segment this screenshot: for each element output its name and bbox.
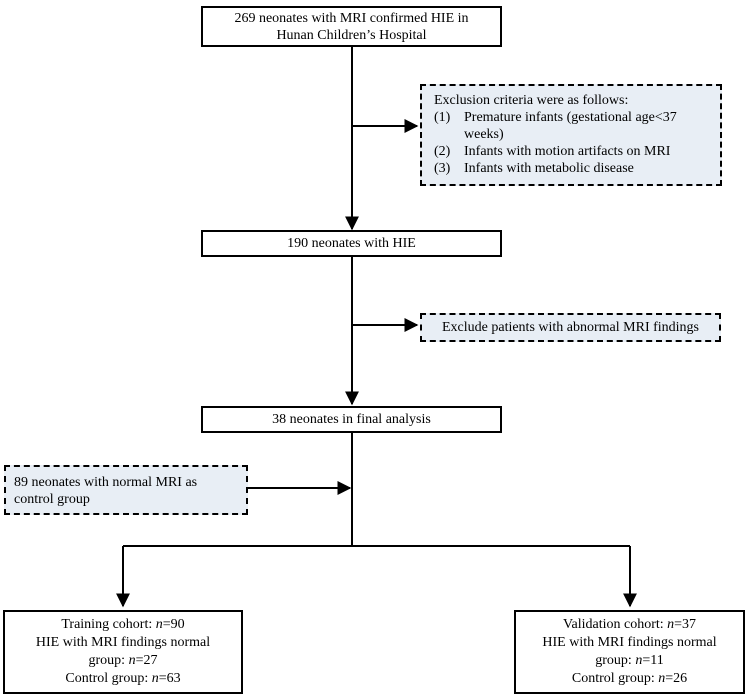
- hie-text: 190 neonates with HIE: [287, 236, 416, 251]
- validation-cohort-n: Validation cohort: n=37: [562, 617, 697, 632]
- control-group-box: 89 neonates with normal MRI as control g…: [4, 465, 248, 515]
- hie-box: 190 neonates with HIE: [201, 230, 502, 257]
- final-analysis-text: 38 neonates in final analysis: [272, 412, 431, 427]
- exclusion-list: (1) Premature infants (gestational age<3…: [434, 109, 710, 177]
- initial-line1: 269 neonates with MRI confirmed HIE in: [234, 10, 469, 26]
- validation-cohort-box: Validation cohort: n=37 HIE with MRI fin…: [514, 610, 745, 694]
- training-control-n: Control group: n=63: [65, 671, 181, 686]
- training-hie-label: HIE with MRI findings normal: [35, 635, 211, 650]
- exclusion-item: (2) Infants with motion artifacts on MRI: [434, 144, 671, 159]
- control-line2: control group: [14, 492, 90, 507]
- validation-control-n: Control group: n=26: [571, 671, 688, 686]
- exclusion-criteria-box: Exclusion criteria were as follows: (1) …: [420, 84, 722, 186]
- control-line1: 89 neonates with normal MRI as: [14, 475, 198, 490]
- validation-hie-label: HIE with MRI findings normal: [542, 635, 717, 650]
- training-cohort-n: Training cohort: n=90: [61, 617, 185, 632]
- exclusion-item: (1) Premature infants (gestational age<3…: [434, 110, 677, 142]
- exclusion-item: (3) Infants with metabolic disease: [434, 161, 634, 176]
- exclusion-abnormal-text: Exclude patients with abnormal MRI findi…: [441, 320, 699, 335]
- final-analysis-box: 38 neonates in final analysis: [201, 406, 502, 433]
- initial-cohort-box: 269 neonates with MRI confirmed HIE in H…: [201, 6, 502, 47]
- exclusion-title: Exclusion criteria were as follows:: [434, 93, 629, 108]
- training-cohort-box: Training cohort: n=90 HIE with MRI findi…: [3, 610, 243, 694]
- validation-hie-n: group: n=11: [595, 653, 664, 668]
- exclusion-abnormal-box: Exclude patients with abnormal MRI findi…: [420, 313, 721, 342]
- initial-line2: Hunan Children’s Hospital: [276, 27, 427, 43]
- training-hie-n: group: n=27: [88, 653, 158, 668]
